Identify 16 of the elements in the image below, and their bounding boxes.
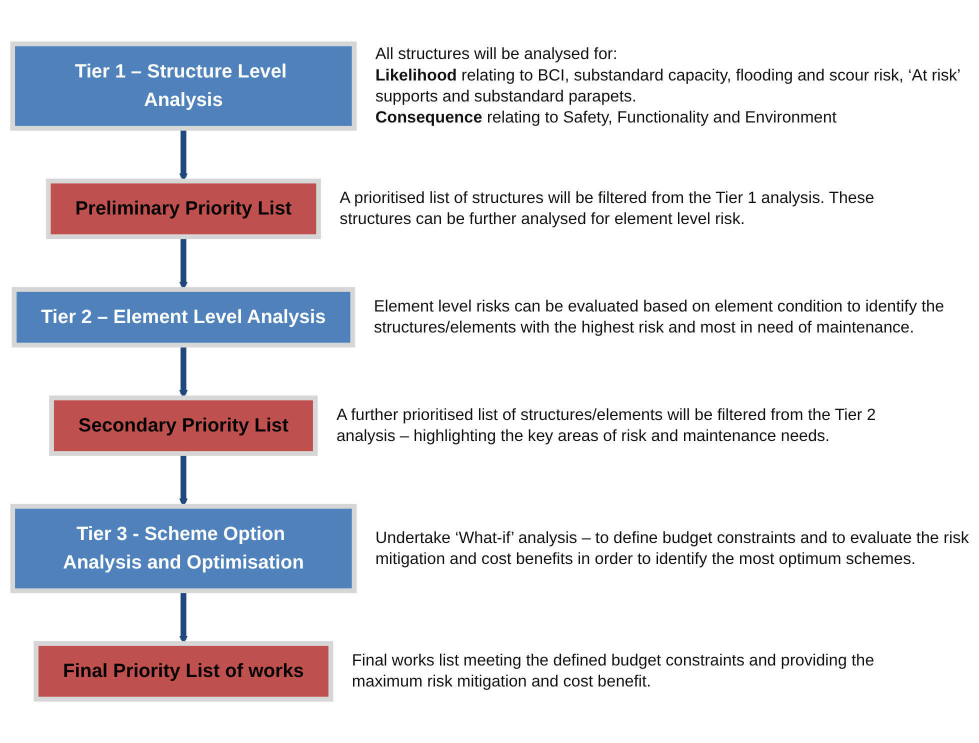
description-text: All structures will be analysed for: [374,44,618,65]
process-box: Tier 1 – Structure Level Analysis [10,41,356,131]
arrow [178,590,188,644]
description-text: Consequence relating to Safety, Functionality and Environment [374,107,838,128]
process-box: Preliminary Priority List [45,178,320,240]
description-text: Undertake ‘What-if’ analysis – to define budget constraints and to evaluate the risk mitigation and cost benefits in order to identify the most optimum schemes. [374,527,970,570]
description-text: Final works list meeting the defined budget constraints and providing the maximum risk mitigation and cost benefit. [351,650,875,693]
process-box: Secondary Priority List [48,395,318,456]
description-text: A prioritised list of structures will be filtered from the Tier 1 analysis. These structures can be further analysed for element level risk. [339,188,875,230]
process-box: Tier 2 – Element Level Analysis [11,287,355,348]
description-text: A further prioritised list of structures/elements will be filtered from the Tier 2 analysis – highlighting the key areas of risk and maintenance needs. [336,404,876,447]
description-text: Likelihood relating to BCI, substandard capacity, flooding and scour risk, ‘At risk’ supports and substandard parapets. [374,64,961,108]
process-box: Final Priority List of works [33,641,333,702]
arrow [178,128,188,182]
description-text: Element level risks can be evaluated based on element condition to identify the structures/elements with the highest risk and most in need of maintenance. [373,296,945,338]
process-box: Tier 3 - Scheme Option Analysis and Optimisation [10,504,356,594]
